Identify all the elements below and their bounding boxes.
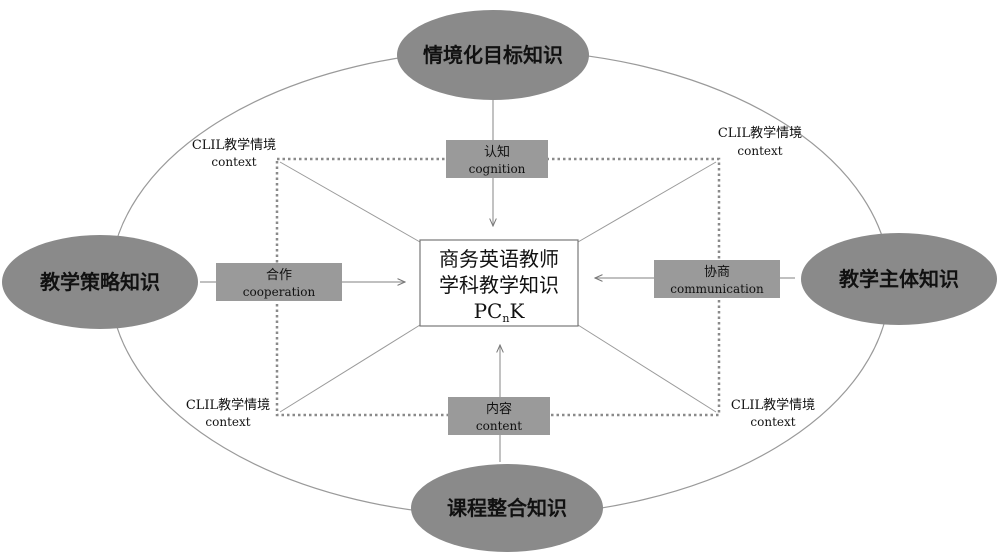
diag-top-left <box>279 161 421 243</box>
svg-text:CLIL教学情境: CLIL教学情境 <box>731 397 815 413</box>
svg-text:CLIL教学情境: CLIL教学情境 <box>186 397 270 413</box>
svg-text:课程整合知识: 课程整合知识 <box>447 496 567 520</box>
svg-text:cooperation: cooperation <box>243 285 316 299</box>
node-right: 教学主体知识 <box>801 233 997 325</box>
svg-text:content: content <box>476 419 522 433</box>
svg-text:协商: 协商 <box>704 265 730 280</box>
svg-text:情境化目标知识: 情境化目标知识 <box>423 43 563 67</box>
center-box <box>419 239 579 327</box>
diag-top-right <box>577 161 717 243</box>
center-title-line1: 商务英语教师 <box>439 247 559 271</box>
svg-text:教学策略知识: 教学策略知识 <box>40 270 160 294</box>
node-bottom: 课程整合知识 <box>411 464 603 552</box>
svg-text:CLIL教学情境: CLIL教学情境 <box>192 137 276 153</box>
svg-text:context: context <box>750 415 795 429</box>
pck-end: K <box>509 299 525 323</box>
diag-bottom-left <box>279 324 421 413</box>
context-top-left: CLIL教学情境 context <box>192 137 276 169</box>
svg-text:内容: 内容 <box>486 401 512 417</box>
svg-text:教学主体知识: 教学主体知识 <box>839 267 959 291</box>
svg-text:context: context <box>205 415 250 429</box>
edge-right: 协商 communication <box>654 260 780 298</box>
center-title-line3: PCnK <box>474 299 526 325</box>
context-top-right: CLIL教学情境 context <box>718 125 802 158</box>
context-bottom-left: CLIL教学情境 context <box>186 397 270 429</box>
diag-bottom-right <box>577 324 717 413</box>
svg-text:cognition: cognition <box>469 162 526 176</box>
node-top: 情境化目标知识 <box>397 10 589 100</box>
svg-text:CLIL教学情境: CLIL教学情境 <box>718 125 802 141</box>
center-title-line2: 学科教学知识 <box>439 273 559 297</box>
node-left: 教学策略知识 <box>2 235 198 329</box>
edge-top: 认知 cognition <box>446 140 548 178</box>
edge-bottom: 内容 content <box>448 397 550 435</box>
svg-text:context: context <box>211 155 256 169</box>
context-bottom-right: CLIL教学情境 context <box>731 397 815 429</box>
pck-subscript: n <box>502 312 509 325</box>
svg-text:context: context <box>737 144 782 158</box>
pck-main: PC <box>474 299 503 323</box>
svg-text:认知: 认知 <box>484 144 510 160</box>
svg-text:communication: communication <box>670 282 764 296</box>
svg-text:合作: 合作 <box>266 268 292 283</box>
edge-left: 合作 cooperation <box>216 263 342 301</box>
